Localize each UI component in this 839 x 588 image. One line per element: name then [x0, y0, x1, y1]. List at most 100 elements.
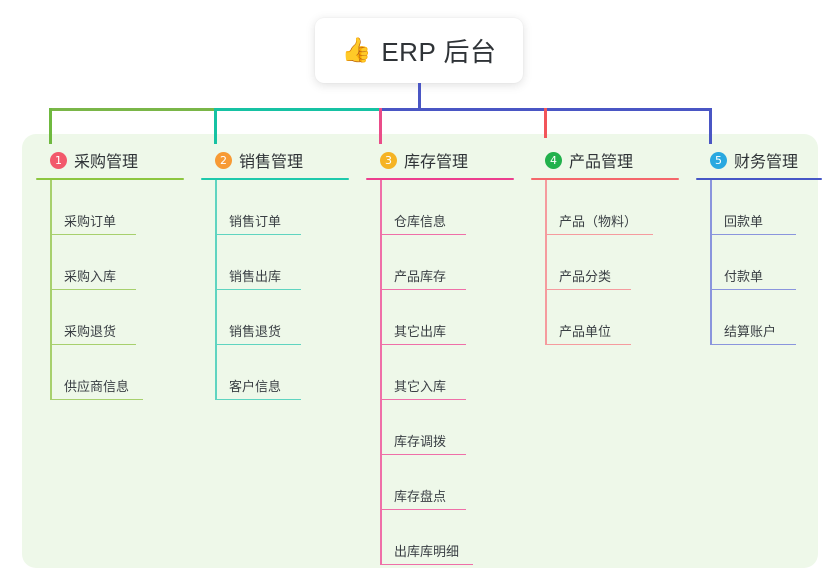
menu-item[interactable]: 销售出库	[215, 235, 353, 290]
menu-item-rule	[50, 288, 136, 290]
menu-item-rule	[215, 288, 301, 290]
connector-trunk-segment-1	[48, 108, 217, 111]
column-items: 回款单付款单结算账户	[696, 180, 826, 345]
menu-item[interactable]: 采购退货	[50, 290, 188, 345]
menu-item-rule	[545, 233, 653, 235]
menu-item-label: 产品单位	[559, 324, 612, 339]
column-header-rule	[36, 178, 184, 180]
column-number-badge: 2	[215, 151, 232, 169]
connector-trunk-segment-2	[213, 108, 382, 111]
menu-item-label: 供应商信息	[64, 379, 130, 394]
menu-item[interactable]: 采购订单	[50, 180, 188, 235]
menu-item[interactable]: 仓库信息	[380, 180, 518, 235]
menu-item-rule	[710, 233, 796, 235]
menu-item-label: 付款单	[724, 269, 764, 284]
column-number-badge: 5	[710, 151, 727, 169]
column-title: 采购管理	[74, 154, 139, 171]
column-items: 销售订单销售出库销售退货客户信息	[201, 180, 353, 400]
column-title: 产品管理	[569, 154, 634, 171]
menu-item-label: 产品库存	[394, 269, 447, 284]
menu-item-label: 销售退货	[229, 324, 282, 339]
menu-item-rule	[380, 233, 466, 235]
connector-root-stem	[417, 83, 421, 110]
column-number-badge: 3	[380, 151, 397, 169]
menu-item[interactable]: 产品分类	[545, 235, 683, 290]
menu-item[interactable]: 销售退货	[215, 290, 353, 345]
menu-item[interactable]: 其它入库	[380, 345, 518, 400]
column-spine	[380, 180, 382, 565]
menu-item[interactable]: 销售订单	[215, 180, 353, 235]
menu-item-rule	[215, 343, 301, 345]
menu-item-rule	[380, 563, 473, 565]
menu-item[interactable]: 其它出库	[380, 290, 518, 345]
column-spine	[215, 180, 217, 400]
menu-item-rule	[50, 233, 136, 235]
connector-stub-5	[708, 108, 712, 144]
menu-item-label: 回款单	[724, 214, 764, 229]
column-title: 库存管理	[404, 154, 469, 171]
menu-item[interactable]: 客户信息	[215, 345, 353, 400]
menu-item[interactable]: 产品单位	[545, 290, 683, 345]
menu-item-rule	[215, 398, 301, 400]
column-title: 财务管理	[734, 154, 799, 171]
thumbs-up-icon: 👍	[341, 36, 372, 64]
menu-item[interactable]: 供应商信息	[50, 345, 188, 400]
menu-item[interactable]: 产品（物料）	[545, 180, 683, 235]
connector-stub-1	[48, 108, 52, 144]
menu-item[interactable]: 产品库存	[380, 235, 518, 290]
root-node-title: ERP 后台	[381, 37, 497, 67]
column-header-rule	[696, 178, 822, 180]
column-2: 2 销售管理销售订单销售出库销售退货客户信息	[201, 148, 353, 400]
column-header-2[interactable]: 2 销售管理	[201, 148, 353, 172]
column-3: 3 库存管理仓库信息产品库存其它出库其它入库库存调拨库存盘点出库库明细	[366, 148, 518, 565]
menu-item[interactable]: 出库库明细	[380, 510, 518, 565]
column-header-3[interactable]: 3 库存管理	[366, 148, 518, 172]
menu-item[interactable]: 回款单	[710, 180, 826, 235]
connector-stub-3	[378, 108, 382, 144]
root-node-card[interactable]: 👍 ERP 后台	[315, 18, 523, 83]
menu-item-rule	[380, 398, 466, 400]
column-header-1[interactable]: 1 采购管理	[36, 148, 188, 172]
menu-item-label: 采购退货	[64, 324, 117, 339]
column-items: 仓库信息产品库存其它出库其它入库库存调拨库存盘点出库库明细	[366, 180, 518, 565]
menu-item-label: 出库库明细	[394, 544, 460, 559]
menu-item-label: 销售订单	[229, 214, 282, 229]
menu-item-label: 产品分类	[559, 269, 612, 284]
menu-item-label: 采购入库	[64, 269, 117, 284]
menu-item-rule	[545, 288, 631, 290]
menu-item-label: 产品（物料）	[559, 214, 638, 229]
column-title: 销售管理	[239, 154, 304, 171]
column-1: 1 采购管理采购订单采购入库采购退货供应商信息	[36, 148, 188, 400]
menu-item-rule	[50, 398, 143, 400]
menu-item-rule	[710, 343, 796, 345]
column-spine	[50, 180, 52, 400]
column-spine	[710, 180, 712, 345]
column-number-badge: 1	[50, 151, 67, 169]
menu-item-rule	[50, 343, 136, 345]
menu-item-rule	[215, 233, 301, 235]
column-items: 产品（物料） 产品分类产品单位	[531, 180, 683, 345]
menu-item-label: 库存调拨	[394, 434, 447, 449]
menu-item-rule	[380, 288, 466, 290]
menu-item-label: 其它出库	[394, 324, 447, 339]
column-header-4[interactable]: 4 产品管理	[531, 148, 683, 172]
menu-item-label: 结算账户	[724, 324, 777, 339]
menu-item[interactable]: 库存盘点	[380, 455, 518, 510]
column-number-badge: 4	[545, 151, 562, 169]
column-header-rule	[366, 178, 514, 180]
column-header-5[interactable]: 5 财务管理	[696, 148, 826, 172]
menu-item-rule	[380, 508, 466, 510]
menu-item[interactable]: 库存调拨	[380, 400, 518, 455]
menu-item[interactable]: 采购入库	[50, 235, 188, 290]
column-items: 采购订单采购入库采购退货供应商信息	[36, 180, 188, 400]
menu-item-label: 采购订单	[64, 214, 117, 229]
menu-item-rule	[710, 288, 796, 290]
menu-item-rule	[380, 343, 466, 345]
menu-item[interactable]: 结算账户	[710, 290, 826, 345]
menu-item-label: 库存盘点	[394, 489, 447, 504]
column-spine	[545, 180, 547, 345]
menu-item[interactable]: 付款单	[710, 235, 826, 290]
menu-item-label: 其它入库	[394, 379, 447, 394]
menu-item-label: 仓库信息	[394, 214, 447, 229]
